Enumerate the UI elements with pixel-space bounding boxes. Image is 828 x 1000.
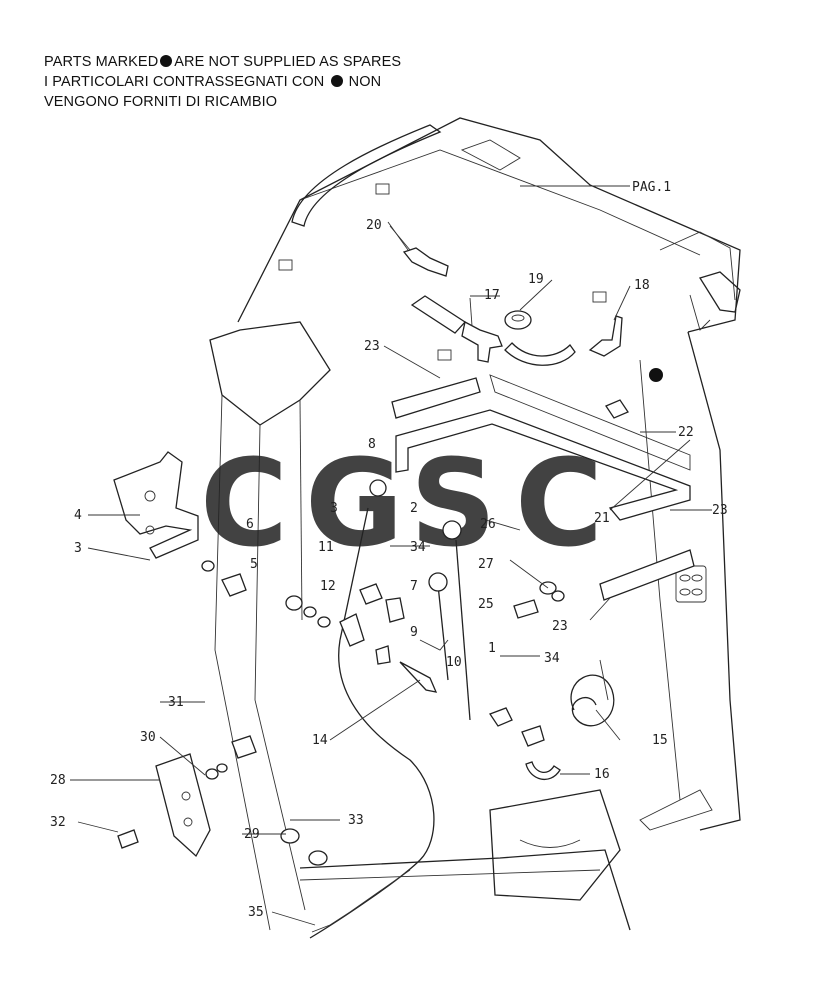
callout-22: 22 [678, 425, 694, 440]
not-supplied-dot-icon [330, 75, 343, 87]
callout-28: 28 [50, 773, 66, 788]
notice-text: VENGONO FORNITI DI RICAMBIO [44, 94, 278, 110]
notice-line-italian-2: VENGONO FORNITI DI RICAMBIO [44, 92, 564, 112]
callout-23: 23 [552, 619, 568, 634]
callout-16: 16 [594, 767, 610, 782]
callout-8: 8 [368, 437, 376, 452]
page-reference: PAG.1 [632, 180, 671, 195]
callout-29: 29 [244, 827, 260, 842]
callout-14: 14 [312, 733, 328, 748]
parts [113, 225, 695, 939]
leader-lines [70, 221, 712, 926]
callout-20: 20 [366, 218, 382, 233]
watermark-letter: S [410, 435, 496, 574]
callout-33: 33 [348, 813, 364, 828]
callout-25: 25 [478, 597, 494, 612]
callout-10: 10 [446, 655, 462, 670]
callout-4: 4 [74, 508, 82, 523]
not-supplied-dot-icon [160, 55, 173, 67]
callout-15: 15 [652, 733, 668, 748]
cgsc-watermark: C G S C [200, 435, 603, 574]
callout-2: 2 [410, 501, 418, 516]
watermark-letter: C [200, 435, 288, 574]
callout-3: 3 [330, 501, 338, 516]
watermark-letter: G [305, 435, 404, 574]
notice-line-italian: I PARTICOLARI CONTRASSEGNATI CON NON [44, 72, 564, 92]
callout-17: 17 [484, 288, 500, 303]
notice-text: I PARTICOLARI CONTRASSEGNATI CON [44, 74, 325, 90]
callout-23: 23 [712, 503, 728, 518]
callout-30: 30 [140, 730, 156, 745]
callout-1: 1 [488, 641, 496, 656]
callout-12: 12 [320, 579, 336, 594]
callout-35: 35 [248, 905, 264, 920]
callout-9: 9 [410, 625, 418, 640]
notice-text: PARTS MARKED [44, 54, 159, 70]
callout-19: 19 [528, 272, 544, 287]
callout-6: 6 [246, 517, 254, 532]
cab-frame [209, 117, 741, 931]
callout-5: 5 [250, 557, 258, 572]
callout-32: 32 [50, 815, 66, 830]
not-supplied-dot-icon [649, 368, 663, 382]
callout-11: 11 [318, 540, 334, 555]
spares-notice: PARTS MARKED ARE NOT SUPPLIED AS SPARES I… [44, 52, 564, 112]
callout-34: 34 [410, 540, 426, 555]
callout-labels: PAG.1 20 17 19 18 23 22 8 3 2 21 23 26 6… [50, 180, 728, 920]
notice-text: ARE NOT SUPPLIED AS SPARES [174, 54, 402, 70]
callout-27: 27 [478, 557, 494, 572]
callout-31: 31 [168, 695, 184, 710]
callout-26: 26 [480, 517, 496, 532]
callout-23: 23 [364, 339, 380, 354]
callout-18: 18 [634, 278, 650, 293]
notice-text: NON [348, 74, 382, 90]
callout-34: 34 [544, 651, 560, 666]
callout-7: 7 [410, 579, 418, 594]
callout-3: 3 [74, 541, 82, 556]
notice-line-english: PARTS MARKED ARE NOT SUPPLIED AS SPARES [44, 52, 564, 72]
callout-21: 21 [594, 511, 610, 526]
